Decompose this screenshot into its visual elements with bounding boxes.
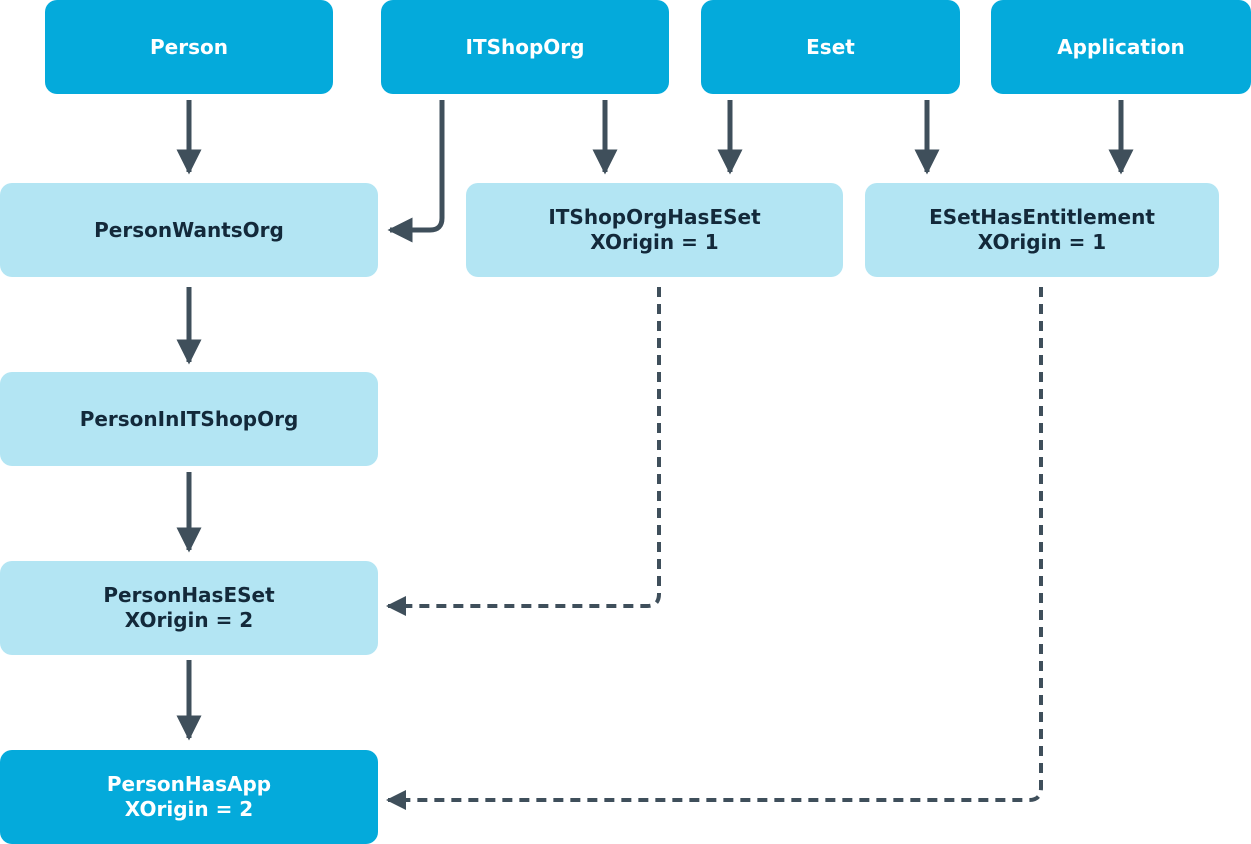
node-eset-has-entitlement: ESetHasEntitlement XOrigin = 1 bbox=[865, 183, 1219, 277]
node-itshoporg: ITShopOrg bbox=[381, 0, 669, 94]
node-person-has-app-origin: XOrigin = 2 bbox=[124, 797, 254, 821]
node-person-has-app-name: PersonHasApp bbox=[106, 772, 272, 796]
node-person: Person bbox=[45, 0, 333, 94]
node-person-wants-org: PersonWantsOrg bbox=[0, 183, 378, 277]
node-eset: Eset bbox=[701, 0, 960, 94]
node-person-has-eset: PersonHasESet XOrigin = 2 bbox=[0, 561, 378, 655]
node-eset-has-entitlement-name: ESetHasEntitlement bbox=[929, 205, 1155, 229]
node-person-in-itshoporg-label: PersonInITShopOrg bbox=[79, 406, 299, 431]
node-itshoporg-label: ITShopOrg bbox=[465, 34, 585, 59]
dashed-arrow-itshoporghaseset-to-personhaseset bbox=[386, 287, 661, 616]
node-itshoporg-has-eset: ITShopOrgHasESet XOrigin = 1 bbox=[466, 183, 843, 277]
node-person-in-itshoporg: PersonInITShopOrg bbox=[0, 372, 378, 466]
dashed-arrow-esethasentitlement-to-personhasapp bbox=[386, 287, 1043, 810]
node-person-has-eset-name: PersonHasESet bbox=[103, 583, 275, 607]
node-itshoporg-has-eset-origin: XOrigin = 1 bbox=[590, 230, 719, 254]
node-eset-label: Eset bbox=[806, 34, 855, 59]
node-itshoporg-has-eset-name: ITShopOrgHasESet bbox=[548, 205, 761, 229]
node-person-has-eset-origin: XOrigin = 2 bbox=[124, 608, 254, 632]
node-person-has-app: PersonHasApp XOrigin = 2 bbox=[0, 750, 378, 844]
node-person-label: Person bbox=[150, 34, 228, 59]
arrow-itshoporg-to-personwantsorg bbox=[387, 100, 445, 243]
node-person-wants-org-label: PersonWantsOrg bbox=[94, 217, 284, 242]
node-eset-has-entitlement-origin: XOrigin = 1 bbox=[977, 230, 1107, 254]
node-application: Application bbox=[991, 0, 1251, 94]
node-application-label: Application bbox=[1057, 34, 1185, 59]
